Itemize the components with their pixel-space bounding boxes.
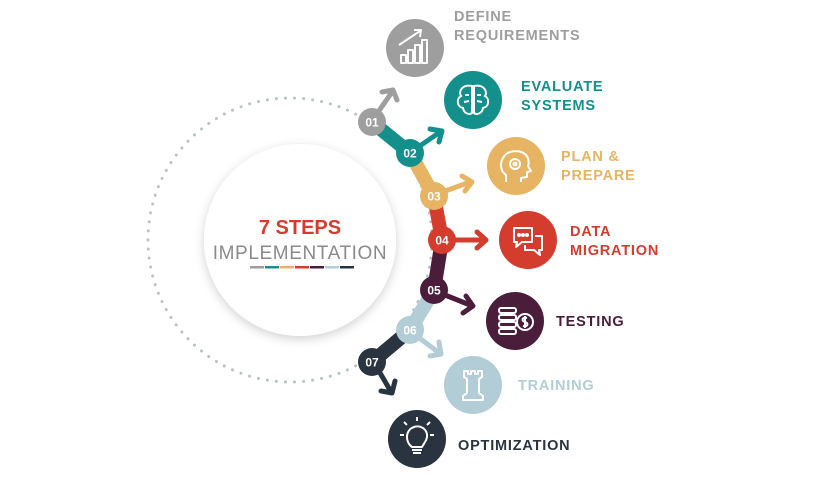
step-label-line2: SYSTEMS <box>521 98 596 114</box>
step-number: 03 <box>427 190 441 204</box>
step-icon-01 <box>386 19 444 77</box>
center-disc <box>204 144 396 336</box>
step-node-04: 04 <box>428 226 456 254</box>
step-label-01: DEFINE REQUIREMENTS <box>454 9 580 44</box>
step-label-07: OPTIMIZATION <box>458 438 570 454</box>
chess-rook-icon <box>462 370 484 401</box>
step-label-line2: PREPARE <box>561 168 636 184</box>
step-label-line1: EVALUATE <box>521 79 603 95</box>
lightbulb-icon <box>400 417 434 454</box>
step-label-02: EVALUATE SYSTEMS <box>521 79 603 114</box>
step-label-line2: REQUIREMENTS <box>454 28 580 44</box>
step-label-line1: TESTING <box>556 314 624 330</box>
step-number: 01 <box>365 116 379 130</box>
step-number: 06 <box>403 324 417 338</box>
step-number: 05 <box>427 284 441 298</box>
step-node-02: 02 <box>396 139 424 167</box>
step-node-03: 03 <box>420 182 448 210</box>
step-number: 04 <box>435 234 449 248</box>
head-gear-icon <box>500 150 532 182</box>
brain-icon <box>456 84 490 115</box>
step-icon-07 <box>388 410 446 468</box>
step-label-line1: PLAN & <box>561 149 620 165</box>
growth-chart-icon <box>398 29 428 64</box>
step-label-03: PLAN & PREPARE <box>561 149 636 184</box>
step-node-06: 06 <box>396 316 424 344</box>
step-icon-05 <box>486 292 544 350</box>
center-color-bar <box>250 266 354 269</box>
step-label-line1: DEFINE <box>454 9 512 25</box>
step-label-line1: OPTIMIZATION <box>458 438 570 454</box>
step-label-line1: TRAINING <box>518 378 594 394</box>
center-subtitle: IMPLEMENTATION <box>213 243 387 264</box>
chat-bubbles-icon <box>513 227 543 256</box>
step-node-07: 07 <box>358 348 386 376</box>
step-label-05: TESTING <box>556 314 624 330</box>
coins-icon <box>498 307 534 335</box>
step-label-line1: DATA <box>570 224 611 240</box>
step-node-01: 01 <box>358 108 386 136</box>
step-number: 07 <box>365 356 379 370</box>
step-label-line2: MIGRATION <box>570 243 659 259</box>
step-label-04: DATA MIGRATION <box>570 224 659 259</box>
step-label-06: TRAINING <box>518 378 594 394</box>
step-number: 02 <box>403 147 417 161</box>
step-icon-04 <box>499 211 557 269</box>
center-title: 7 STEPS <box>259 217 341 239</box>
step-icon-06 <box>444 356 502 414</box>
step-node-05: 05 <box>420 276 448 304</box>
step-icon-02 <box>444 71 502 129</box>
step-icon-03 <box>487 137 545 195</box>
